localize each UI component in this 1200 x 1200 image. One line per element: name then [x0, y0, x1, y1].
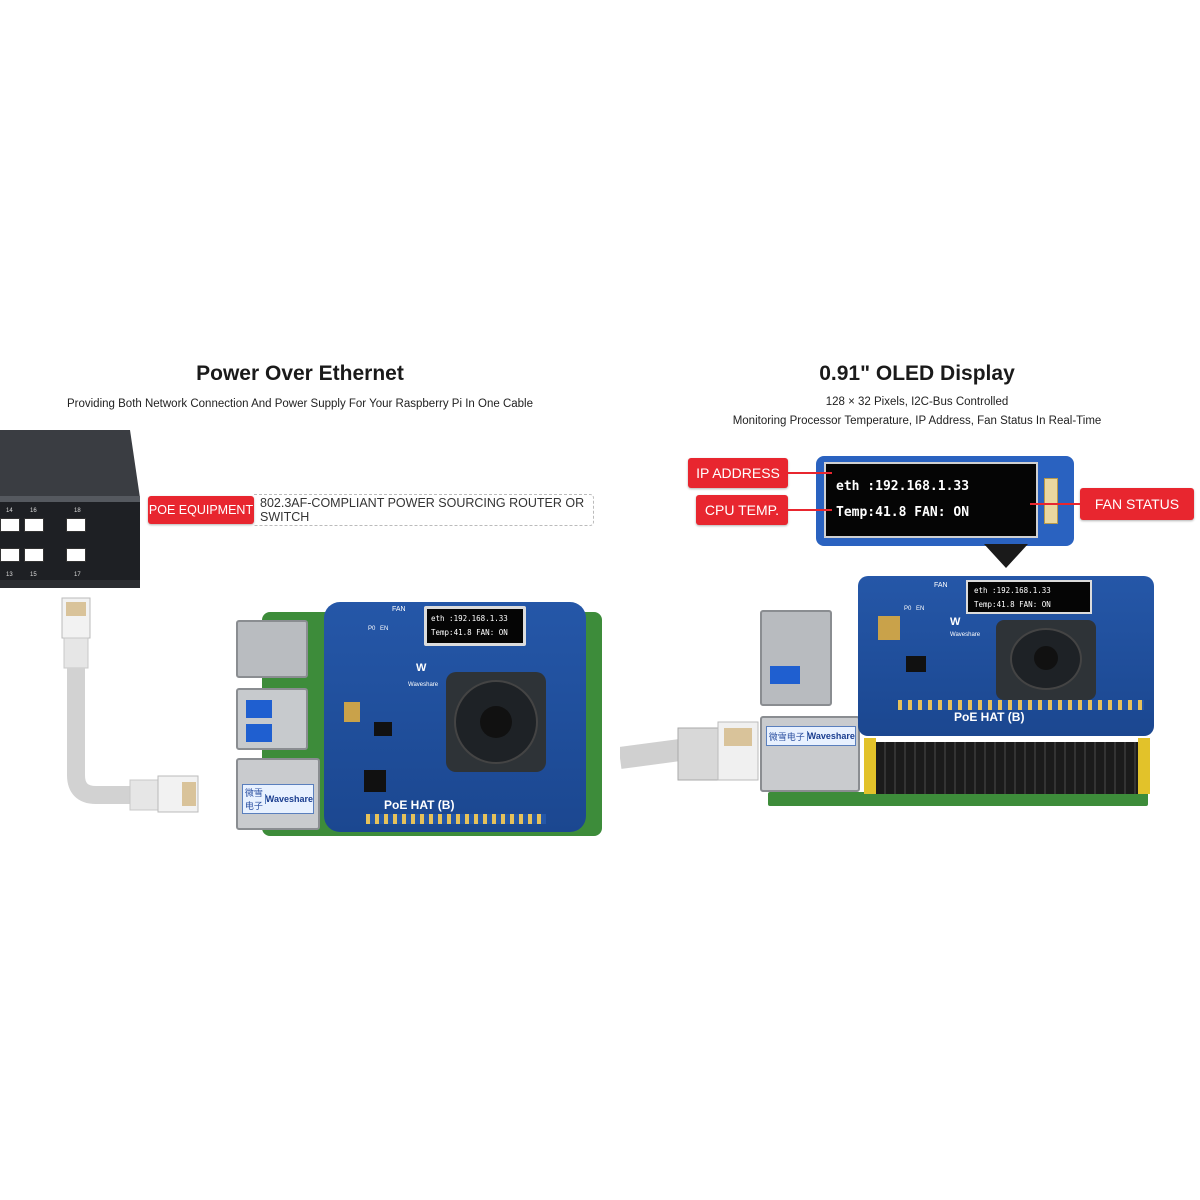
right-subtitle-2: Monitoring Processor Temperature, IP Add…: [732, 415, 1102, 427]
poe-hat-board-side: eth :192.168.1.33 Temp:41.8 FAN: ON FAN …: [858, 576, 1154, 736]
switch-port: [0, 518, 20, 532]
brand-label: Waveshare: [408, 682, 439, 688]
ethernet-cable-icon: [61, 597, 199, 813]
port-number: 14: [6, 508, 13, 514]
ethernet-cable-side-icon: [620, 721, 759, 781]
standoff: [1138, 738, 1150, 794]
oled-temp-line: Temp:41.8 FAN: ON: [431, 628, 508, 637]
pi-pcb-side: [768, 792, 1148, 806]
oled-zoom-display: eth :192.168.1.33 Temp:41.8 FAN: ON: [824, 462, 1038, 538]
sticker-chinese-text: 微雪电子: [244, 788, 263, 811]
hat-label: PoE HAT (B): [954, 710, 1025, 724]
gpio-header: [898, 700, 1144, 710]
oled-display-side: eth :192.168.1.33 Temp:41.8 FAN: ON: [966, 580, 1092, 614]
switch-port: [0, 548, 20, 562]
ethernet-port: 微雪电子 Waveshare: [236, 758, 320, 830]
oled-zoom-temp-line: Temp:41.8 FAN: ON: [836, 505, 970, 520]
fan-icon: [996, 620, 1096, 700]
oled-ip-line: eth :192.168.1.33: [431, 614, 508, 623]
right-title: 0.91" OLED Display: [819, 362, 1015, 385]
inductor: [878, 616, 900, 640]
port-number: 13: [6, 572, 13, 578]
inductor: [344, 702, 360, 722]
switch-label-p0: P0: [904, 606, 912, 612]
usb-port-side: [760, 610, 832, 706]
port-number: 15: [30, 572, 37, 578]
raspberry-pi-board-side: 微雪电子 Waveshare eth :192.168.1.33 Temp:41…: [620, 570, 1180, 830]
oled-ip-line: eth :192.168.1.33: [974, 586, 1051, 595]
oled-zoom-callout: eth :192.168.1.33 Temp:41.8 FAN: ON: [816, 456, 1074, 546]
oled-display: eth :192.168.1.33 Temp:41.8 FAN: ON: [424, 606, 526, 646]
cpu-temp-tag: CPU TEMP.: [696, 495, 788, 525]
left-title: Power Over Ethernet: [196, 362, 404, 385]
chip: [374, 722, 392, 736]
usb-port: [236, 620, 308, 678]
port-number: 16: [30, 508, 37, 514]
oled-temp-line: Temp:41.8 FAN: ON: [974, 600, 1051, 609]
ip-connector: [788, 472, 832, 474]
sticker-chinese-text: 微雪电子: [768, 731, 805, 742]
fan-icon: [446, 672, 546, 772]
switch-port: [66, 518, 86, 532]
poe-equipment-tag: POE EQUIPMENT: [148, 496, 254, 524]
left-subtitle: Providing Both Network Connection And Po…: [66, 398, 533, 410]
switch-label-p0: P0: [368, 626, 376, 632]
port-number: 18: [74, 508, 81, 514]
waveshare-logo-icon: W: [950, 616, 961, 628]
usb-port: [236, 688, 308, 750]
left-panel: Power Over Ethernet Providing Both Netwo…: [0, 362, 602, 840]
switch-body-icon: [0, 430, 140, 588]
poe-equipment-description: 802.3AF-COMPLIANT POWER SOURCING ROUTER …: [254, 494, 594, 526]
fan-header-label: FAN: [392, 606, 406, 613]
sticker-brand-text: Waveshare: [264, 794, 313, 804]
callout-pointer-icon: [984, 544, 1028, 568]
oled-zoom-ip-line: eth :192.168.1.33: [836, 479, 970, 494]
port-number: 17: [74, 572, 81, 578]
right-subtitle-1: 128 × 32 Pixels, I2C-Bus Controlled: [825, 396, 1009, 408]
cpu-connector: [788, 509, 832, 511]
switch-label-en: EN: [916, 606, 925, 612]
right-panel: 0.91" OLED Display 128 × 32 Pixels, I2C-…: [600, 0, 1200, 1200]
fan-connector: [1030, 503, 1080, 505]
fan-status-tag: FAN STATUS: [1080, 488, 1194, 520]
brand-label: Waveshare: [950, 632, 981, 638]
hat-label: PoE HAT (B): [384, 798, 455, 812]
chip: [364, 770, 386, 792]
ip-address-tag: IP ADDRESS: [688, 458, 788, 488]
raspberry-pi-board: 微雪电子 Waveshare eth :192.168.1.33 Temp:41…: [232, 600, 602, 840]
ethernet-port-side: 微雪电子 Waveshare: [760, 716, 860, 792]
chip: [906, 656, 926, 672]
standoff: [864, 738, 876, 794]
gpio-stacking-header: [876, 742, 1138, 794]
gpio-header: [366, 814, 546, 824]
switch-label-en: EN: [380, 626, 389, 632]
switch-port: [24, 548, 44, 562]
switch-port: [24, 518, 44, 532]
sticker-brand-text: Waveshare: [806, 731, 855, 741]
poe-switch: 14 16 18 13 15 17: [0, 430, 140, 590]
oled-connector: [1044, 478, 1058, 524]
waveshare-logo-icon: W: [416, 662, 427, 674]
fan-header-label: FAN: [934, 582, 948, 589]
switch-port: [66, 548, 86, 562]
poe-hat-board: eth :192.168.1.33 Temp:41.8 FAN: ON FAN …: [324, 602, 586, 832]
